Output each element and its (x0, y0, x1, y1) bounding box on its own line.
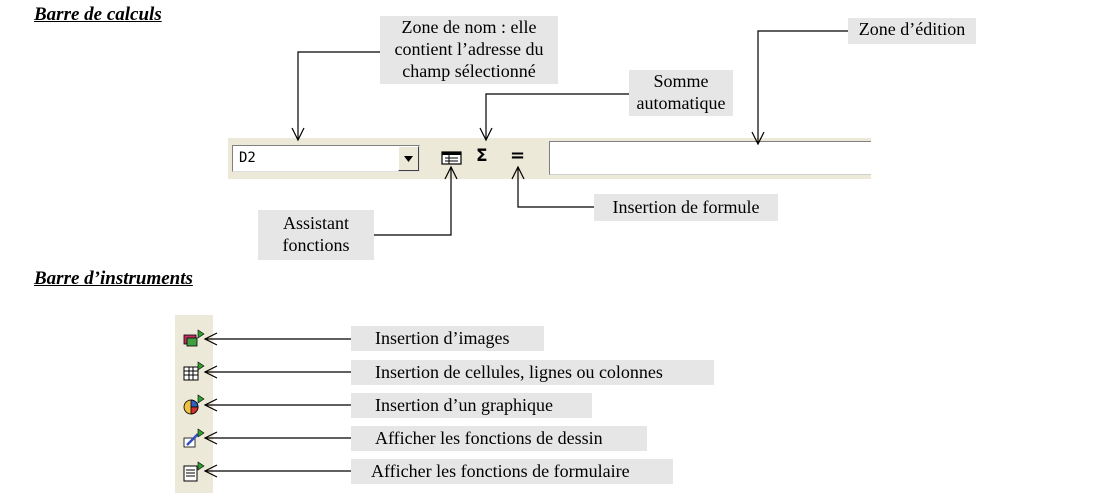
insert-cells-icon[interactable] (181, 360, 207, 384)
instrument-label-images: Insertion d’images (351, 326, 544, 351)
callout-somme-line2: automatique (636, 93, 726, 113)
callout-zone-nom: Zone de nom : elle contient l’adresse du… (380, 16, 558, 84)
function-wizard-icon[interactable] (441, 149, 463, 167)
instrument-label-dessin: Afficher les fonctions de dessin (351, 426, 647, 451)
callout-assistant: Assistant fonctions (258, 210, 374, 260)
autosum-button[interactable]: Σ (476, 146, 488, 166)
callout-zone-nom-line2: contient l’adresse du (394, 39, 544, 59)
heading-barre-instruments: Barre d’instruments (34, 268, 193, 289)
callout-somme: Somme automatique (629, 70, 733, 116)
name-box-value: D2 (239, 150, 256, 166)
callout-somme-line1: Somme (653, 71, 709, 91)
instrument-label-formulaire: Afficher les fonctions de formulaire (351, 459, 673, 484)
instrument-label-graphique: Insertion d’un graphique (351, 393, 592, 418)
insert-image-icon[interactable] (181, 327, 207, 351)
callout-assistant-line2: fonctions (282, 235, 350, 255)
callout-zone-nom-line1: Zone de nom : elle (401, 17, 537, 37)
name-box-dropdown-button[interactable] (398, 146, 419, 171)
heading-barre-calculs: Barre de calculs (34, 4, 162, 25)
edit-zone-input[interactable] (549, 141, 871, 175)
callout-assistant-line1: Assistant (282, 213, 349, 233)
arrow-zone-edition (757, 30, 848, 144)
instrument-label-cellules: Insertion de cellules, lignes ou colonne… (351, 360, 714, 385)
insert-chart-icon[interactable] (181, 393, 207, 417)
form-functions-icon[interactable] (181, 460, 207, 484)
arrow-zone-nom (297, 51, 380, 140)
callout-zone-nom-line3: champ sélectionné (402, 61, 536, 81)
callout-zone-edition: Zone d’édition (848, 18, 976, 44)
arrow-somme (485, 93, 629, 140)
insert-formula-button[interactable]: = (510, 145, 526, 166)
draw-functions-icon[interactable] (181, 427, 207, 451)
name-box[interactable]: D2 (232, 145, 420, 172)
callout-insertion-formule: Insertion de formule (594, 194, 778, 221)
chevron-down-icon (404, 156, 413, 162)
